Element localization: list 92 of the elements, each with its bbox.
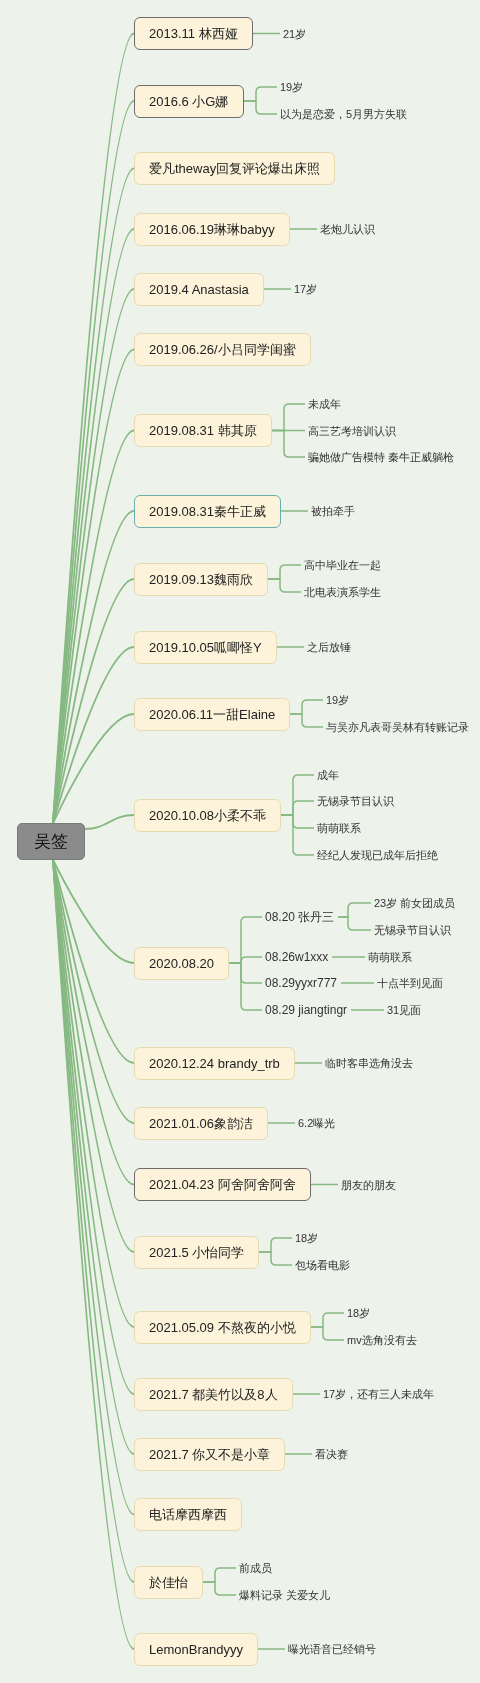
connector-line [202,1581,237,1596]
detail-text: mv选角没有去 [347,1333,417,1347]
topic-box: 2019.06.26/小吕同学闺蜜 [134,333,311,366]
detail-text: 前成员 [239,1561,272,1575]
topic-box: 2016.6 小G娜 [134,84,244,118]
detail-text: 成年 [317,768,339,782]
connector-line [276,646,305,648]
detail-text: 无锡录节目认识 [317,794,394,808]
topic-box: 2020.06.11一甜Elaine [134,697,291,731]
detail-text: 19岁 [280,80,304,94]
topic-box: 2020.08.20 [134,946,230,980]
detail-text: 以为是恋爱，5月男方失联 [280,107,408,121]
connector-line [258,1251,293,1266]
connector-line [294,1062,323,1064]
connector-line [252,32,281,35]
topic-box: 2019.08.31 韩其原 [134,414,272,447]
detail-text: 老炮儿认识 [320,222,375,236]
topic-box: 2021.01.06象韵洁 [134,1106,269,1140]
topic-box: 2021.7 你又不是小章 [134,1437,286,1471]
subtopic-text: 08.20 张丹三 [265,909,335,925]
detail-text: 骗她做广告模特 秦牛正威躺枪 [308,450,455,464]
topic-box: 2021.5 小怡同学 [134,1235,260,1269]
connector-line [340,982,375,984]
topic-box: 2021.7 都美竹以及8人 [134,1377,293,1411]
detail-text: 高中毕业在一起 [304,558,381,572]
branch-curve [84,814,135,830]
detail-text: 18岁 [347,1306,371,1320]
topic-box: LemonBrandyyy [134,1632,258,1666]
connector-line [292,1393,321,1395]
connector-line [310,1326,345,1341]
subtopic-text: 08.26w1xxx [265,949,329,965]
subtopic-text: 08.29yyxr777 [265,975,338,991]
topic-box: 2020.12.24 brandy_trb [134,1046,295,1080]
detail-text: 17岁 [294,282,318,296]
branch-curve [52,646,135,824]
detail-text: 之后放锤 [307,640,351,654]
detail-text: 朋友的朋友 [341,1177,396,1192]
detail-text: 17岁，还有三人未成年 [323,1387,435,1401]
detail-text: 看决赛 [315,1447,348,1461]
detail-text: 经纪人发现已成年后拒绝 [317,848,438,862]
detail-text: 21岁 [283,26,307,41]
connector-line [267,578,302,593]
topic-box: 2020.10.08小柔不乖 [134,798,282,832]
detail-text: 19岁 [326,693,350,707]
central-topic-box: 吴签 [17,823,85,860]
connector-line [263,288,292,290]
connector-line [280,814,315,856]
detail-text: 与吴亦凡表哥吴林有转账记录 [326,720,469,734]
connector-line [331,956,366,958]
connector-line [271,429,306,458]
topic-box: 2019.09.13魏雨欣 [134,562,269,596]
detail-text: 包场看电影 [295,1258,350,1272]
connector-line [243,100,278,115]
topic-box: 2021.05.09 不熬夜的小悦 [134,1310,311,1344]
connector-line [284,1453,313,1455]
connector-line [310,1183,339,1186]
connector-line [257,1648,286,1650]
topic-box: 2013.11 林西娅 [134,17,253,50]
detail-text: 临时客串选角没去 [325,1056,413,1070]
detail-text: 高三艺考培训认识 [308,424,396,438]
branch-curve [52,713,135,824]
subtopic-text: 08.29 jiangtingr [265,1002,348,1018]
detail-text: 北电表演系学生 [304,585,381,599]
topic-box: 2019.4 Anastasia [134,272,264,306]
detail-text: 萌萌联系 [317,821,361,835]
detail-text: 未成年 [308,397,341,411]
detail-text: 曝光语音已经销号 [288,1642,376,1656]
detail-text: 23岁 前女团成员 [374,896,456,910]
branch-curve [52,859,135,964]
topic-box: 2021.04.23 阿舍阿舍阿舍 [134,1168,311,1201]
connector-line [350,1009,385,1011]
connector-line [289,713,324,728]
detail-text: 爆料记录 关爱女儿 [239,1588,331,1602]
topic-box: 2019.10.05呱唧怪Y [134,630,277,664]
detail-text: 萌萌联系 [368,950,412,964]
connector-line [337,916,372,931]
topic-box: 2019.08.31秦牛正威 [134,494,282,528]
branch-curve [52,859,135,1064]
detail-text: 6.2曝光 [298,1116,336,1130]
detail-text: 18岁 [295,1231,319,1245]
topic-box: 电话摩西摩西 [134,1498,242,1531]
connector-line [280,510,309,512]
topic-box: 於佳怡 [134,1565,203,1599]
topic-box: 2016.06.19琳琳babyy [134,212,290,246]
detail-text: 无锡录节目认识 [374,923,451,937]
topic-box: 爱凡theway回复评论爆出床照 [134,152,336,185]
detail-text: 十点半到见面 [377,976,443,990]
connector-line [267,1122,296,1124]
connector-line [228,962,263,1011]
detail-text: 31见面 [387,1003,422,1017]
detail-text: 被拍牵手 [311,504,355,518]
connector-line [289,228,318,230]
